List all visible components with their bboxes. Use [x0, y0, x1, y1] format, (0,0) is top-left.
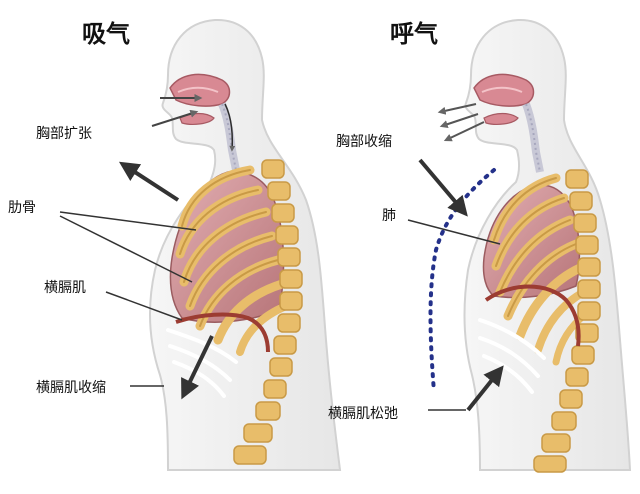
- exhale-diaphragm: [484, 284, 581, 347]
- exhale-chest-arrow: [418, 158, 468, 217]
- exhale-title: 呼气: [390, 20, 438, 48]
- inhale-chest-arrow: [118, 161, 180, 202]
- inhale-airflow-line: [224, 103, 236, 152]
- inhale-spine: [233, 159, 303, 465]
- lung-label: 肺: [382, 208, 396, 224]
- exhale-air-arrow-2: [439, 113, 479, 129]
- exhale-air-arrow-3: [443, 121, 485, 142]
- chest-contract-label: 胸部收缩: [336, 134, 392, 150]
- inhale-diaphragm: [175, 312, 270, 353]
- diaphragm-relax-label: 横膈肌松弛: [328, 406, 398, 422]
- inhale-lung: [169, 171, 285, 323]
- chest-expand-label: 胸部扩张: [36, 126, 92, 142]
- inhale-title: 吸气: [82, 20, 130, 48]
- exhale-ribcage: [489, 173, 590, 366]
- diaphragm-label: 横膈肌: [44, 280, 86, 296]
- exhale-chest-boundary: [428, 168, 496, 394]
- inhale-lower-ribs: [166, 328, 238, 398]
- exhale-air-arrow-1: [437, 103, 477, 115]
- inhale-diaphragm-arrow: [181, 335, 214, 400]
- exhale-spine: [533, 169, 601, 473]
- lung-leader: [407, 219, 501, 245]
- diaphragm-contract-label: 横膈肌收缩: [36, 380, 106, 396]
- inhale-air-arrow-2: [151, 109, 199, 127]
- ribs-leader-2: [59, 215, 193, 283]
- exhale-lower-ribs: [478, 318, 546, 394]
- inhale-panel: 吸气 胸部扩张 肋骨 横膈肌 横膈肌收缩: [8, 18, 342, 471]
- exhale-diaphragm-arrow: [466, 365, 504, 412]
- exhale-nasal-cavity: [473, 73, 535, 125]
- ribs-label: 肋骨: [8, 200, 36, 216]
- exhale-panel: 呼气 胸部收缩 肺 横膈肌松弛: [328, 18, 632, 473]
- diaphragm-leader: [105, 291, 183, 321]
- inhale-ribcage: [175, 165, 290, 356]
- ribs-leader-1: [59, 211, 197, 231]
